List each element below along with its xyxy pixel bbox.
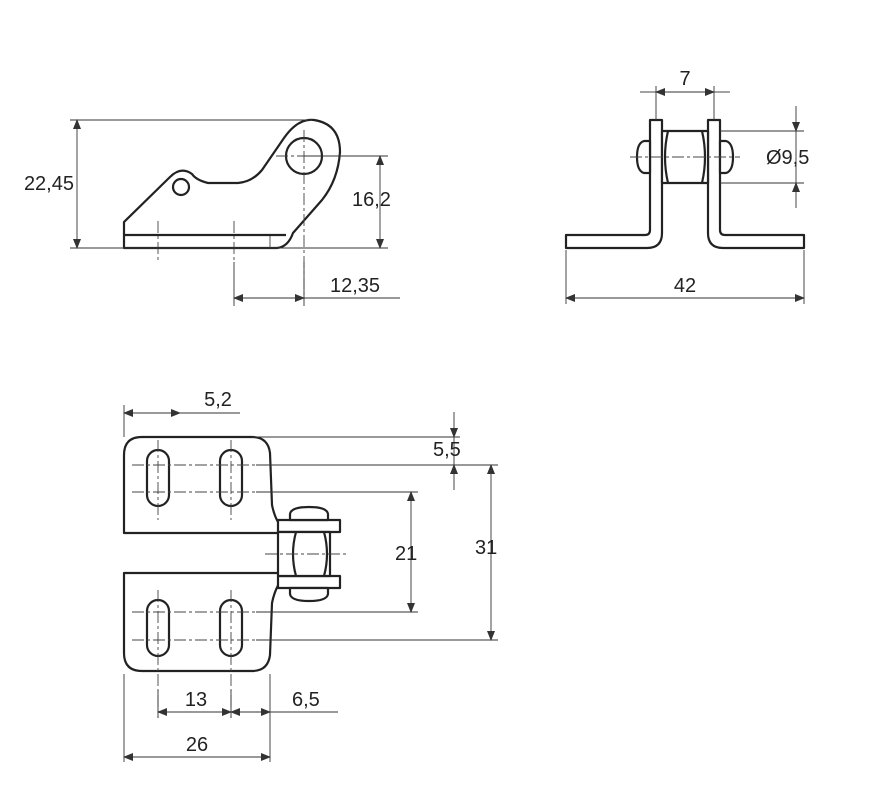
label-pin-height: 16,2	[352, 189, 391, 211]
label-slot-pitch-vertical: 21	[395, 543, 417, 565]
upper-knuckle-plate	[276, 518, 342, 534]
label-pin-diameter: Ø9,5	[766, 147, 809, 169]
plan-view: 5,2 5,5 21 31 13 6,5 26	[122, 389, 498, 762]
label-overall-length: 42	[674, 275, 696, 297]
left-mounting-flange	[564, 118, 664, 250]
label-overall-width: 31	[475, 537, 497, 559]
label-knuckle-width: 7	[679, 68, 690, 90]
front-view: 7 Ø9,5 42	[564, 68, 809, 304]
label-leaf-width: 26	[186, 734, 208, 756]
lower-knuckle-plate	[276, 574, 342, 590]
right-mounting-flange	[706, 118, 806, 250]
barrel-shading-line	[322, 531, 329, 577]
upper-pin-head	[288, 505, 330, 522]
label-slot-pitch-horizontal: 13	[185, 689, 207, 711]
label-edge-offset: 6,5	[292, 689, 320, 711]
barrel-shading-line	[663, 130, 670, 184]
label-slot-offset: 5,5	[433, 439, 461, 461]
side-view: 22,45 16,2 12,35	[24, 118, 400, 306]
small-pivot-hole	[171, 177, 191, 197]
label-overall-height: 22,45	[24, 173, 74, 195]
label-pin-offset: 12,35	[330, 275, 380, 297]
label-slot-spacing: 5,2	[204, 389, 232, 411]
lower-pin-head	[288, 586, 330, 603]
right-pin-head	[718, 139, 735, 175]
